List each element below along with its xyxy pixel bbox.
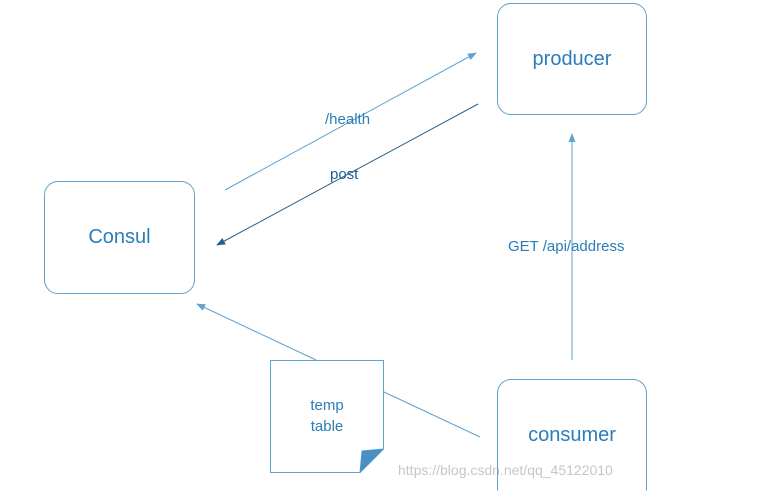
consumer-node[interactable]: consumer (497, 379, 647, 491)
watermark: https://blog.csdn.net/qq_45122010 (398, 462, 613, 478)
edge-post-arrow (216, 103, 479, 246)
health-edge-label: /health (325, 111, 371, 128)
note-line-1: temp (310, 397, 344, 414)
consul-label: Consul (88, 226, 151, 248)
note-line-2: table (310, 418, 344, 435)
edge-health-arrow (224, 52, 477, 191)
producer-label: producer (532, 47, 612, 70)
consumer-label: consumer (528, 423, 616, 446)
note-document-icon[interactable] (270, 360, 384, 473)
consul-node[interactable]: Consul (44, 181, 195, 294)
get-address-edge-label: GET /api/address (508, 238, 625, 255)
edge-consumer-consul-arrow (196, 303, 317, 361)
producer-node[interactable]: producer (497, 3, 647, 115)
note-text: temp table (270, 395, 384, 437)
edge-note-consumer-line (383, 391, 481, 438)
post-edge-label: post (330, 166, 359, 183)
